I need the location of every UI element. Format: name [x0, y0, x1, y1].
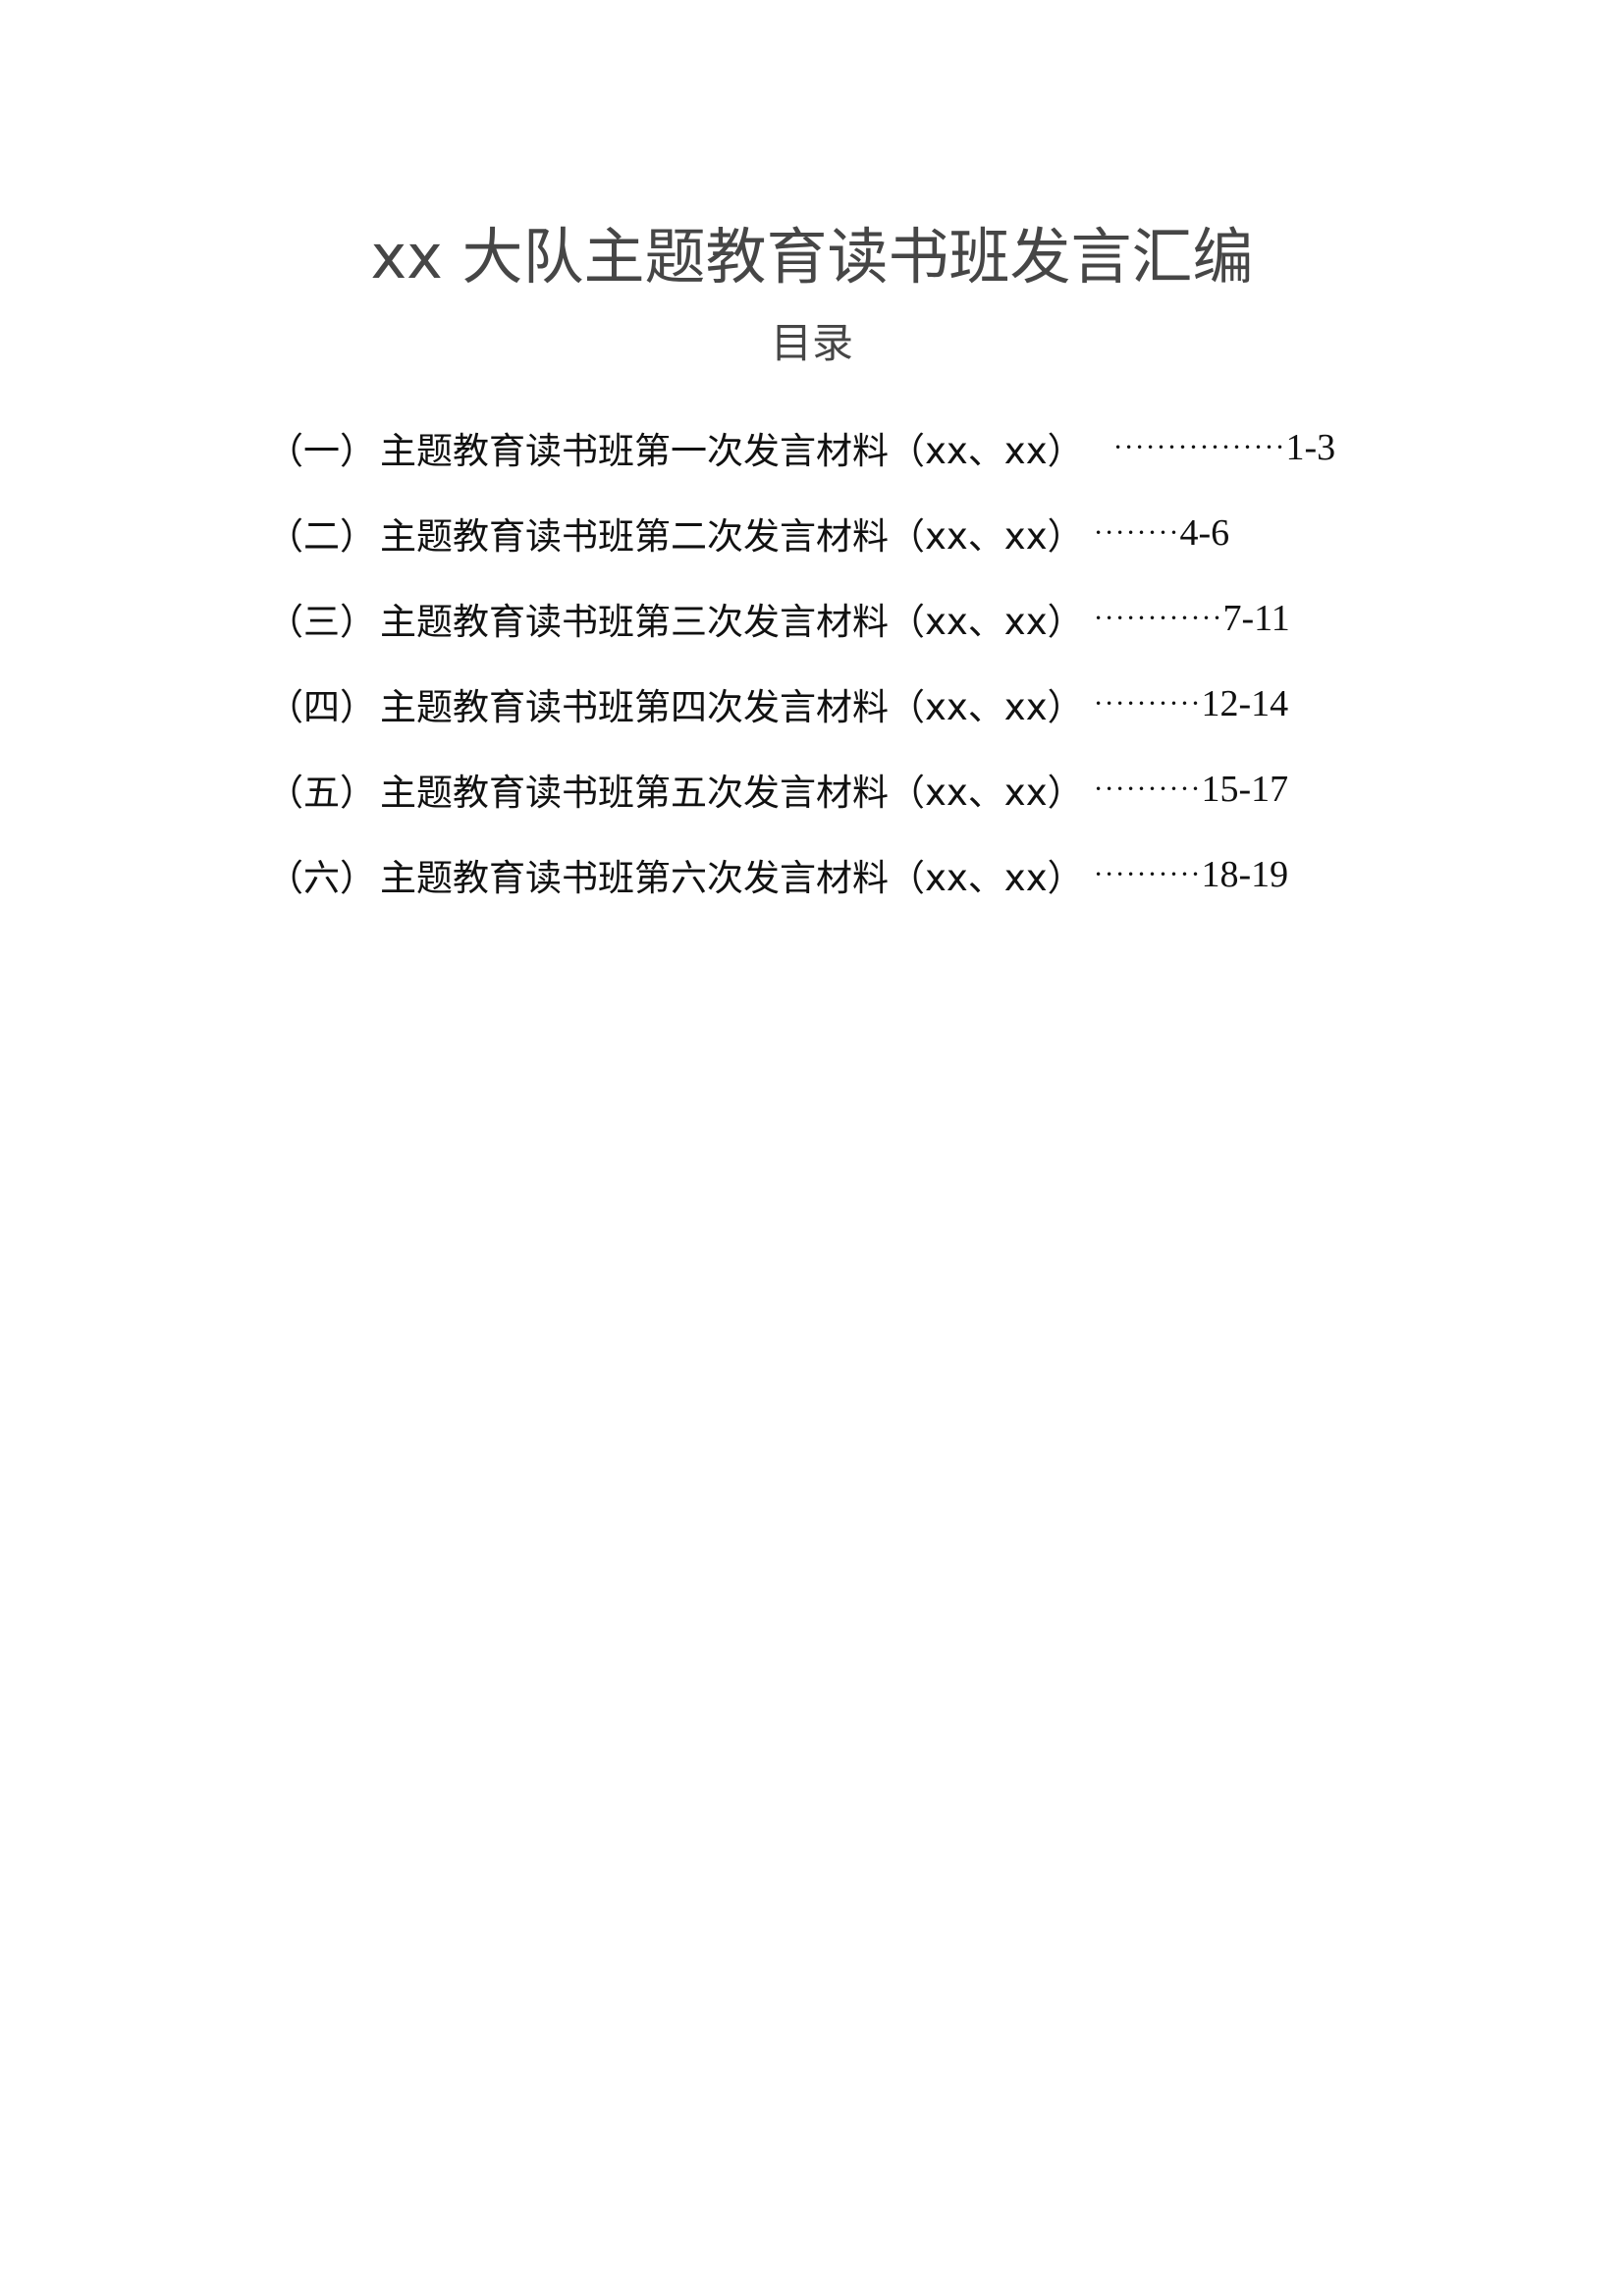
toc-page-range: 18-19	[1201, 853, 1289, 895]
toc-entry-4[interactable]: （四） 主题教育读书班第四次发言材料（xx、xx） ·········· 12-…	[267, 661, 1335, 746]
toc-entry-label: 主题教育读书班第四次发言材料（xx、xx）	[380, 685, 1084, 728]
toc-entry-3[interactable]: （三） 主题教育读书班第三次发言材料（xx、xx） ············ 7…	[267, 575, 1335, 661]
toc-entry-label: 主题教育读书班第一次发言材料（xx、xx）	[380, 429, 1084, 472]
toc-entry-index: （六）	[267, 856, 376, 899]
toc-heading: 目录	[770, 319, 853, 367]
toc-entry-index: （二）	[267, 514, 376, 558]
toc-entry-label: 主题教育读书班第二次发言材料（xx、xx）	[380, 514, 1084, 558]
toc-entry-6[interactable]: （六） 主题教育读书班第六次发言材料（xx、xx） ·········· 18-…	[267, 831, 1335, 917]
toc-entry-label: 主题教育读书班第五次发言材料（xx、xx）	[380, 771, 1084, 814]
toc-entry-label: 主题教育读书班第六次发言材料（xx、xx）	[380, 856, 1084, 899]
toc-entry-label: 主题教育读书班第三次发言材料（xx、xx）	[380, 600, 1084, 643]
toc-page-range: 4-6	[1179, 511, 1230, 554]
toc-entry-2[interactable]: （二） 主题教育读书班第二次发言材料（xx、xx） ········ 4-6	[267, 490, 1335, 575]
toc-entry-index: （五）	[267, 771, 376, 814]
toc-entry-1[interactable]: （一） 主题教育读书班第一次发言材料（xx、xx） ··············…	[267, 404, 1335, 490]
toc-page-range: 12-14	[1201, 682, 1289, 724]
toc-page-range: 15-17	[1201, 768, 1289, 810]
toc-entry-index: （三）	[267, 600, 376, 643]
toc-dot-leader: ··········	[1093, 857, 1202, 890]
toc-page-range: 7-11	[1222, 597, 1290, 639]
toc-page-range: 1-3	[1285, 426, 1336, 468]
toc-entry-index: （一）	[267, 429, 376, 472]
table-of-contents: （一） 主题教育读书班第一次发言材料（xx、xx） ··············…	[267, 404, 1335, 917]
toc-entry-5[interactable]: （五） 主题教育读书班第五次发言材料（xx、xx） ·········· 15-…	[267, 746, 1335, 831]
toc-dot-leader: ········	[1093, 515, 1180, 549]
toc-entry-index: （四）	[267, 685, 376, 728]
toc-dot-leader: ··········	[1093, 686, 1202, 720]
toc-dot-leader: ············	[1093, 601, 1223, 634]
toc-dot-leader: ················	[1112, 430, 1286, 463]
toc-dot-leader: ··········	[1093, 772, 1202, 805]
document-title: xx 大队主题教育读书班发言汇编	[370, 221, 1254, 293]
